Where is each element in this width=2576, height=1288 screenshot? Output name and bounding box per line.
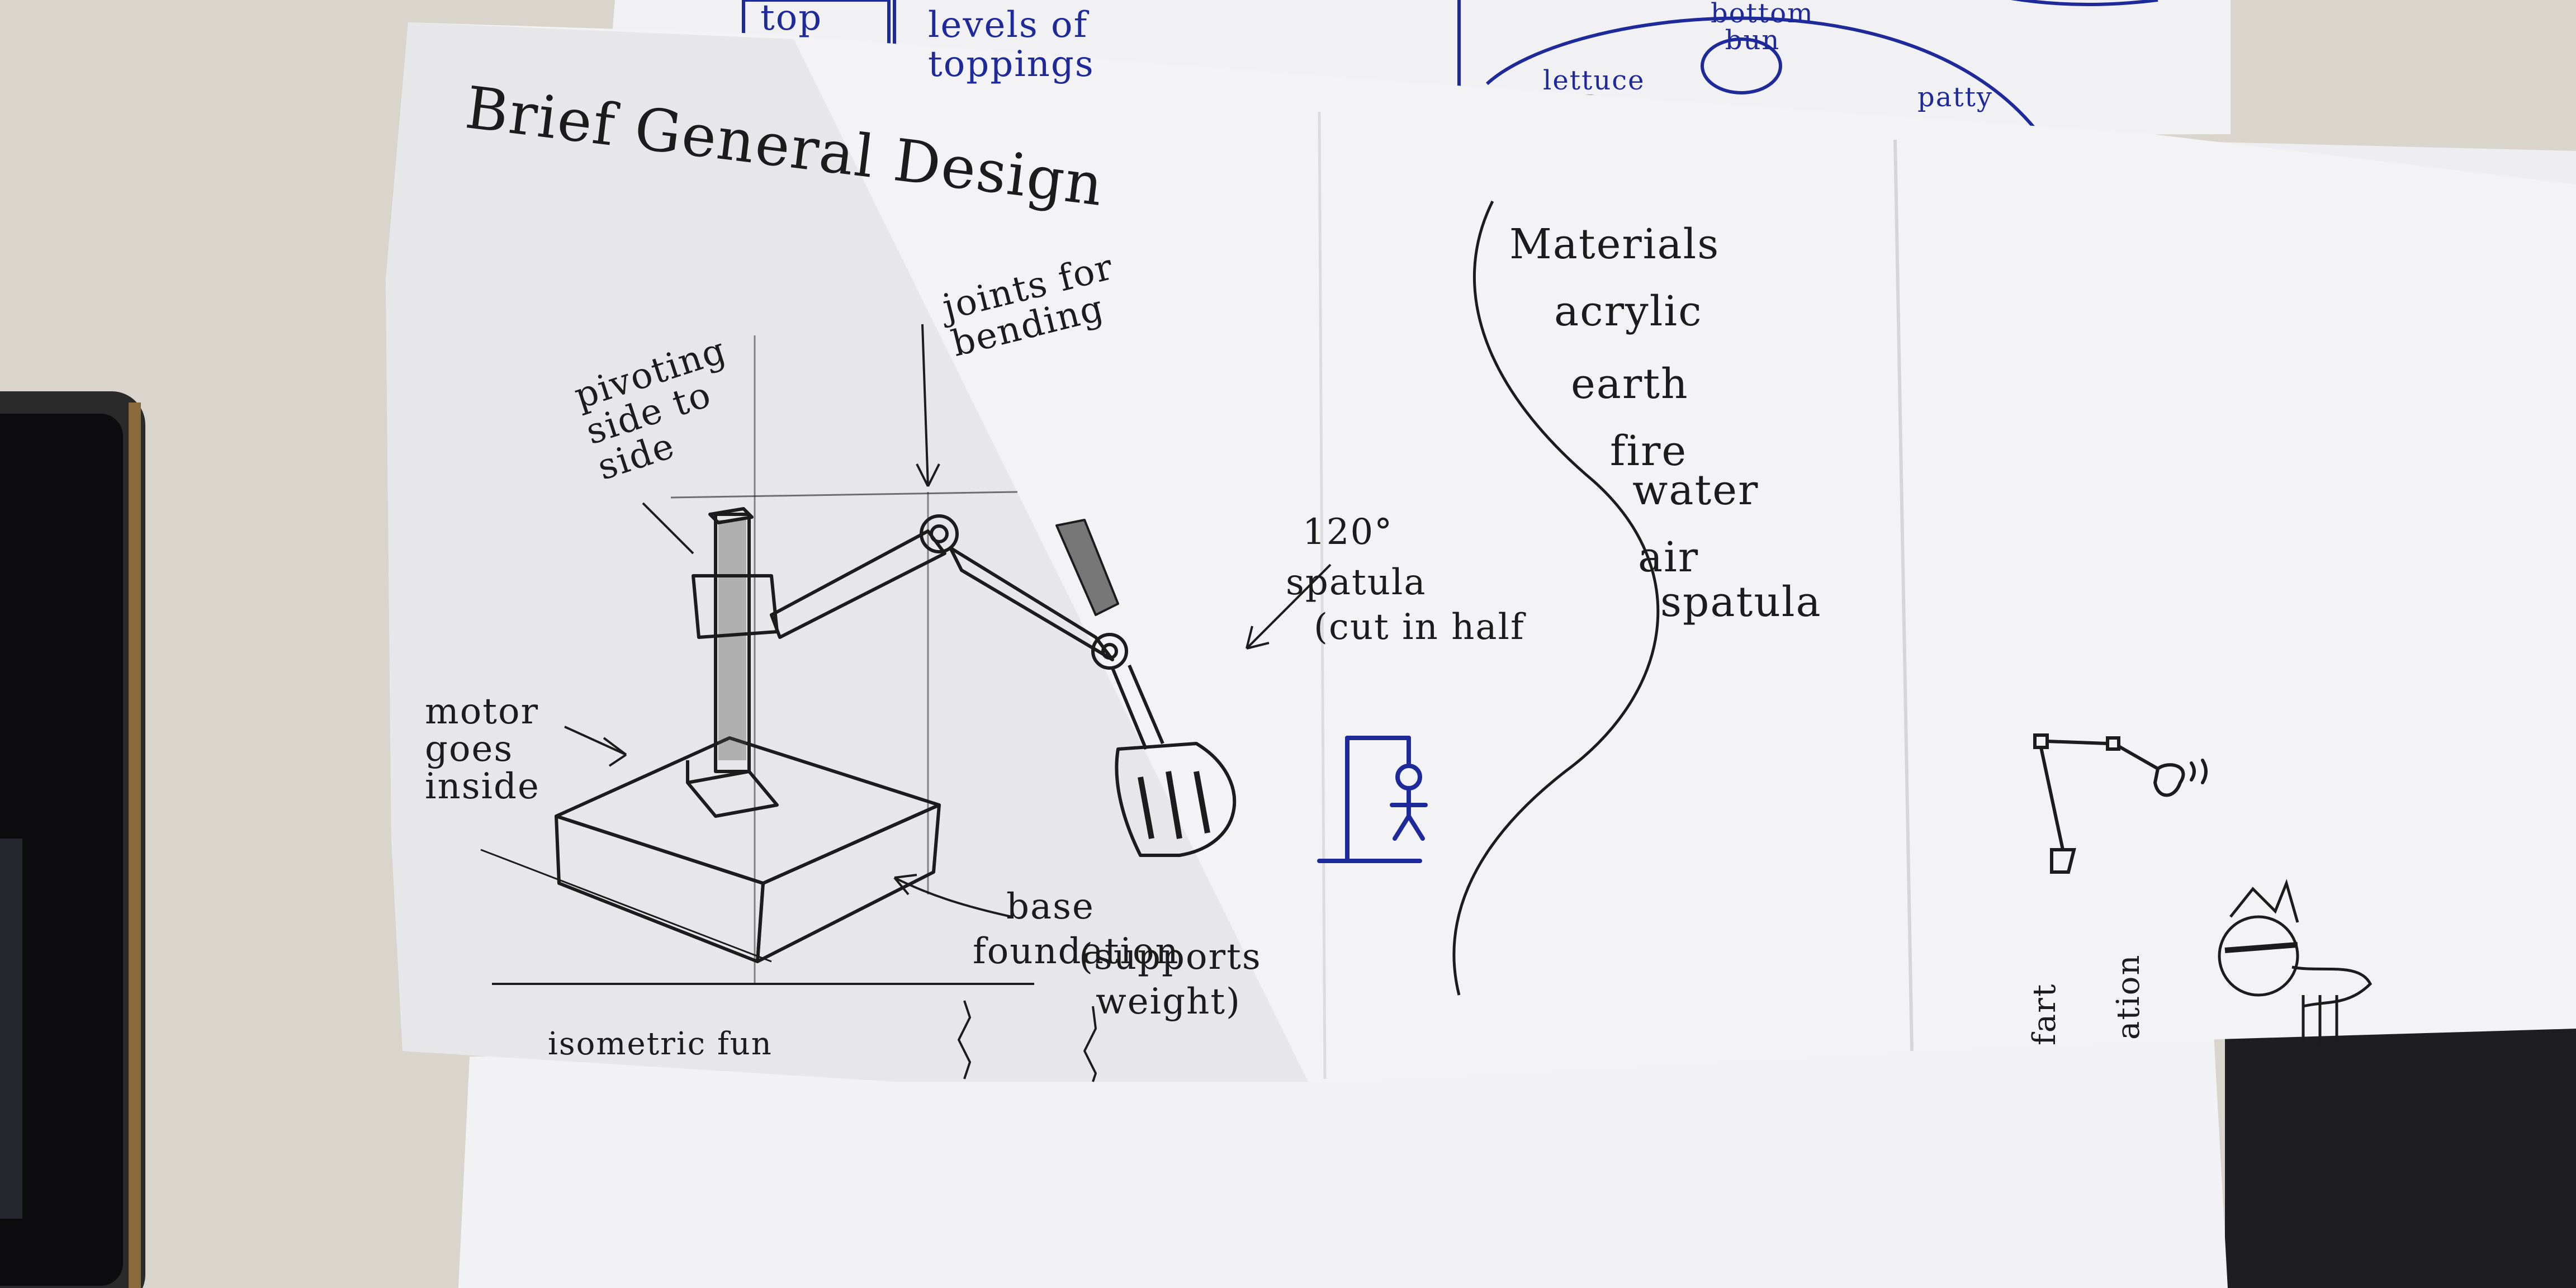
label-motor: motor goes inside xyxy=(425,691,540,808)
doodle-label-fart: fart xyxy=(2026,983,2063,1045)
materials-item: spatula xyxy=(1660,578,1822,626)
label-patty: patty xyxy=(1917,82,1993,113)
label-foundation: foundation xyxy=(973,931,1180,972)
paper-fold-2 xyxy=(1318,111,1327,1079)
label-lettuce: lettuce xyxy=(1543,65,1645,96)
materials-item: fire xyxy=(1610,427,1688,475)
label-cut-in-half: (cut in half xyxy=(1314,607,1525,648)
background-sheet-bottom xyxy=(458,1034,2228,1288)
materials-item: earth xyxy=(1571,360,1689,408)
label-supports: (supports xyxy=(1079,936,1262,978)
label-base: base xyxy=(1006,886,1095,927)
desk-shadow xyxy=(2225,1006,2576,1288)
paper-shadow-left xyxy=(386,22,1308,1082)
label-angle: 120° xyxy=(1303,512,1394,553)
doodle-label-ation: ation xyxy=(2110,954,2147,1040)
label-bottom-bun: bottom bun xyxy=(1711,0,1814,56)
paper-fold xyxy=(1893,139,1914,1052)
materials-item: air xyxy=(1638,533,1699,581)
character-doodle xyxy=(2218,879,2373,1045)
hangman-doodle xyxy=(1317,736,1428,863)
phone xyxy=(0,391,145,1288)
label-isometric: isometric fun xyxy=(548,1026,773,1062)
stick-arm-doodle xyxy=(2033,733,2208,874)
materials-item: acrylic xyxy=(1554,287,1703,335)
materials-heading: Materials xyxy=(1509,220,1720,268)
label-top: top xyxy=(760,0,823,39)
divider-curve xyxy=(1452,200,1660,996)
label-levels-of-toppings: levels of toppings xyxy=(928,4,1095,86)
label-spatula: spatula xyxy=(1286,562,1427,603)
label-weight: weight) xyxy=(1096,981,1241,1022)
robot-arm-sketch xyxy=(480,324,1332,1082)
materials-item: water xyxy=(1632,466,1759,514)
